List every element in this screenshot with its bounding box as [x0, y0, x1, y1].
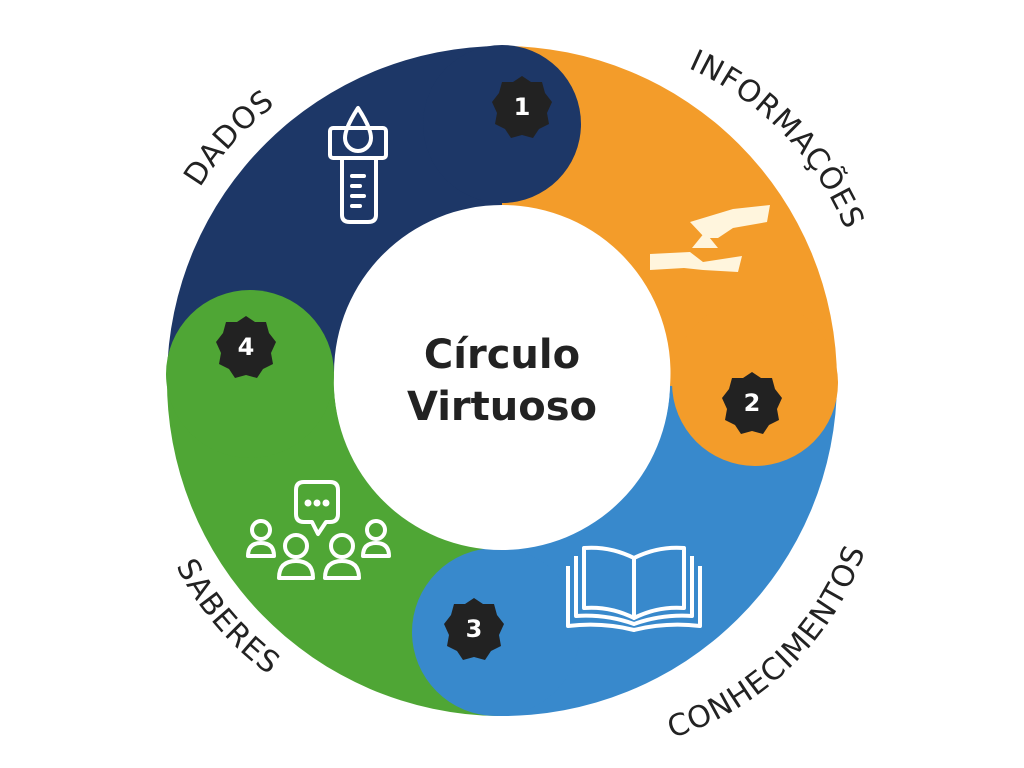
badge-3-number: 3: [466, 615, 483, 643]
badge-4-number: 4: [238, 333, 255, 361]
badge-2: 2: [722, 372, 782, 434]
data-transform-icon: [650, 205, 770, 272]
badge-4: 4: [216, 316, 276, 378]
badge-3: 3: [444, 598, 504, 660]
center-title-line1: Círculo: [424, 332, 580, 378]
open-book-icon: [566, 545, 702, 632]
group-discussion-icon: [246, 480, 391, 580]
badge-1-number: 1: [514, 93, 531, 121]
water-test-tube-icon: [328, 106, 388, 224]
center-disc: [334, 214, 670, 550]
center-title-line2: Virtuoso: [407, 384, 597, 430]
badge-1: 1: [492, 76, 552, 138]
badge-2-number: 2: [744, 389, 761, 417]
